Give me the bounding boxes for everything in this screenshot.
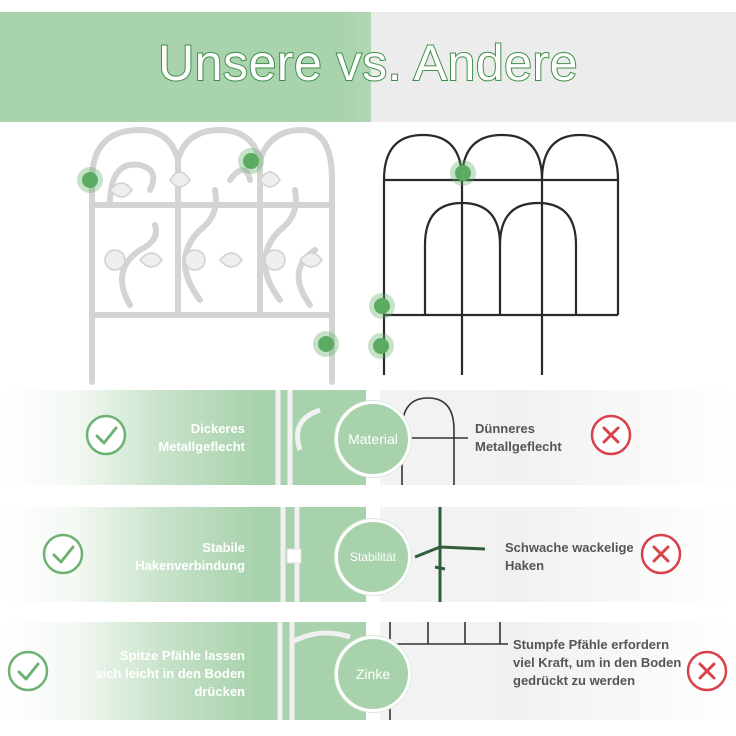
row-left-text: Spitze Pfähle lassen sich leicht in den … xyxy=(95,648,245,699)
header-right-panel xyxy=(371,12,736,122)
hook-detail-image xyxy=(280,507,302,602)
header-left-panel xyxy=(0,12,371,122)
page-title: Unsere vs. Andere xyxy=(157,34,578,92)
check-circle-icon xyxy=(7,650,49,692)
row-right-text: Dünneres Metallgeflecht xyxy=(475,421,562,454)
row-right-panel xyxy=(380,622,736,720)
row-left-text: Stabile Hakenverbindung xyxy=(135,540,245,573)
highlight-dot xyxy=(243,153,259,169)
cross-circle-icon xyxy=(590,414,632,456)
row-right-text: Stumpfe Pfähle erfordern viel Kraft, um … xyxy=(513,637,682,688)
highlight-dot xyxy=(373,338,389,354)
prong-detail-image xyxy=(277,622,351,720)
check-circle-icon xyxy=(42,533,84,575)
row-left-text: Dickeres Metallgeflecht xyxy=(158,421,245,454)
cross-circle-icon xyxy=(640,533,682,575)
highlight-dot xyxy=(374,298,390,314)
header-banner: Unsere vs. Andere xyxy=(0,12,736,122)
comparison-row-material: Dickeres Metallgeflecht Dünneres Metallg… xyxy=(0,390,736,485)
category-badge: Stabilität xyxy=(335,519,411,595)
highlight-dot xyxy=(318,336,334,352)
white-fence-image xyxy=(89,126,335,385)
category-badge: Zinke xyxy=(335,636,411,712)
hook-detail-image xyxy=(414,507,486,602)
highlight-dot xyxy=(455,165,471,181)
fence-detail-image xyxy=(275,390,321,485)
category-badge: Material xyxy=(335,401,411,477)
comparison-row-stability: Stabile Hakenverbindung Schwache wackeli… xyxy=(0,507,736,602)
black-fence-image xyxy=(382,133,620,375)
cross-circle-icon xyxy=(686,650,728,692)
highlight-dot xyxy=(82,172,98,188)
check-circle-icon xyxy=(85,414,127,456)
comparison-row-prong: Spitze Pfähle lassen sich leicht in den … xyxy=(0,622,736,720)
row-left-panel xyxy=(0,390,366,485)
row-right-text: Schwache wackelige Haken xyxy=(505,540,634,573)
